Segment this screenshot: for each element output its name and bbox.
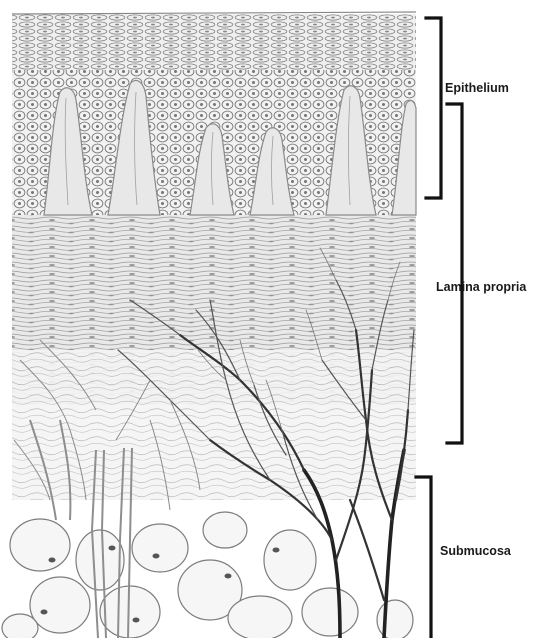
- surface-flat-cells: [12, 14, 416, 76]
- epithelium-label: Epithelium: [445, 81, 509, 95]
- submucosa-label: Submucosa: [440, 544, 512, 558]
- submucosa-cells: [2, 512, 413, 638]
- lamina-propria-label: Lamina propria: [436, 280, 527, 294]
- tissue-illustration: [2, 12, 416, 638]
- epithelium-bracket: [426, 18, 441, 198]
- lamina-propria-bracket: [447, 104, 462, 443]
- loose-connective-tissue: [12, 350, 416, 500]
- submucosa-bracket: [416, 477, 431, 638]
